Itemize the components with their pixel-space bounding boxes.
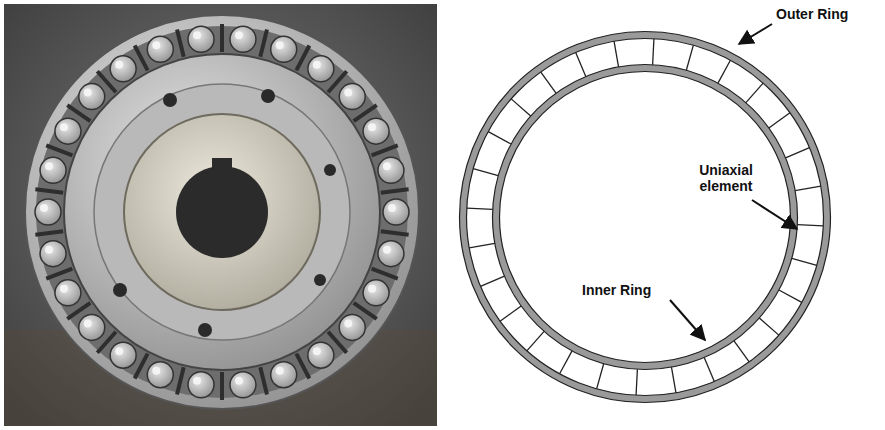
ball	[147, 29, 183, 62]
balls	[35, 24, 409, 400]
uniaxial-element	[671, 367, 676, 393]
uniaxial-element	[704, 358, 714, 382]
uniaxial-element	[467, 208, 493, 209]
inner-ring-edge	[493, 65, 798, 370]
uniaxial-element	[481, 276, 505, 286]
uniaxial-elements	[467, 39, 824, 396]
ball	[381, 199, 409, 235]
ball	[35, 231, 66, 266]
ball	[222, 372, 256, 400]
uniaxial-element	[786, 148, 810, 158]
uniaxial-element	[779, 290, 802, 302]
uniaxial-element	[527, 331, 544, 350]
uniaxial-element	[759, 318, 778, 335]
shaft-bore	[176, 166, 268, 258]
ball	[35, 189, 63, 225]
uniaxial-element	[792, 258, 817, 265]
uniaxial-element	[541, 72, 556, 93]
ball	[177, 367, 214, 397]
outer-ring-edge	[460, 32, 831, 403]
uniaxial-element	[746, 83, 763, 102]
ball	[378, 157, 409, 192]
uniaxial-element	[511, 99, 530, 116]
uniaxial-element	[795, 186, 821, 191]
ball	[260, 362, 296, 395]
uniaxial-element	[500, 306, 521, 321]
leader-arrow	[670, 300, 705, 340]
uniaxial-element	[718, 60, 730, 83]
part-label: Uniaxial element	[690, 162, 762, 194]
uniaxial-element	[488, 132, 511, 144]
uniaxial-element	[686, 45, 693, 70]
uniaxial-element	[797, 225, 823, 226]
uniaxial-element	[636, 369, 637, 395]
uniaxial-element	[469, 243, 495, 248]
leader-arrow	[752, 200, 797, 229]
uniaxial-element	[576, 53, 586, 77]
leader-arrow	[739, 24, 772, 44]
uniaxial-element	[473, 169, 498, 176]
uniaxial-element	[734, 341, 749, 362]
inner-race	[64, 54, 380, 370]
part-label: Outer Ring	[776, 6, 876, 22]
ball	[188, 24, 222, 52]
photo-ground	[4, 4, 437, 426]
uniaxial-element	[653, 39, 654, 65]
uniaxial-element	[769, 113, 790, 128]
keyway	[212, 158, 232, 172]
inner-ring-edge	[500, 72, 791, 363]
ball-track	[36, 26, 408, 398]
ball	[230, 26, 267, 56]
part-label: Inner Ring	[582, 282, 682, 298]
outer-race	[25, 15, 419, 409]
inner-ring-band	[496, 68, 794, 366]
uniaxial-element	[614, 41, 619, 67]
hub	[124, 114, 320, 310]
uniaxial-element	[597, 364, 604, 389]
bolt-holes	[113, 89, 336, 337]
race-face	[94, 84, 350, 340]
outer-ring-band	[463, 35, 827, 399]
uniaxial-element	[560, 351, 572, 374]
outer-ring-edge	[467, 39, 824, 396]
